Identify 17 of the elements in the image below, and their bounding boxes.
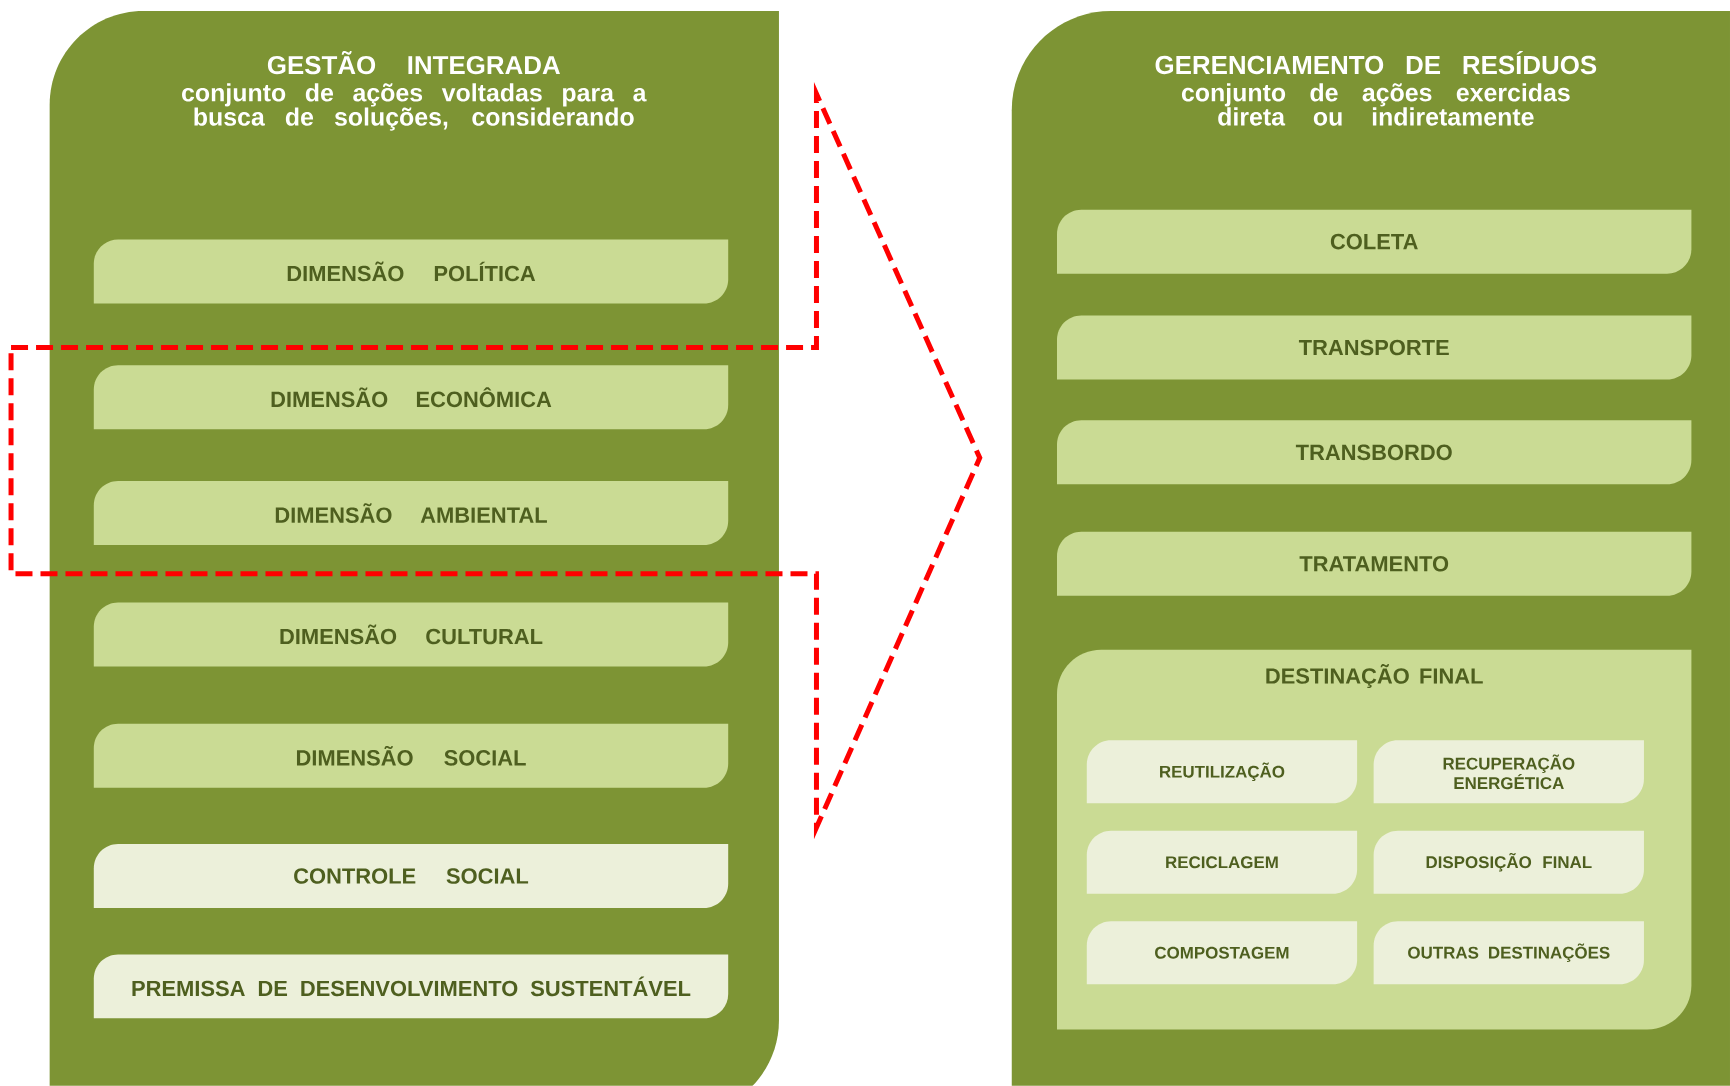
label-bar: CONTROLE SOCIAL — [93, 844, 729, 909]
label-bar: COLETA — [1057, 209, 1692, 274]
label-box: RECICLAGEM — [1086, 830, 1358, 894]
label-bar: TRATAMENTO — [1057, 532, 1692, 596]
label-bar: PREMISSA DE DESENVOLVIMENTO SUSTENTÁVEL — [93, 954, 729, 1019]
label-box: DISPOSIÇÃO FINAL — [1373, 830, 1644, 894]
label-bar: TRANSPORTE — [1057, 315, 1692, 380]
label-bar: DIMENSÃO ECONÔMICA — [93, 365, 729, 430]
label-box: COMPOSTAGEM — [1086, 921, 1358, 985]
label-bar: DIMENSÃO AMBIENTAL — [93, 481, 729, 546]
label-bar: DIMENSÃO CULTURAL — [93, 602, 729, 667]
label-box: REUTILIZAÇÃO — [1086, 740, 1358, 804]
label-bar: TRANSBORDO — [1057, 420, 1692, 485]
label-box: RECUPERAÇÃO ENERGÉTICA — [1373, 740, 1644, 804]
label-box: OUTRAS DESTINAÇÕES — [1373, 921, 1644, 985]
label-bar: DIMENSÃO SOCIAL — [93, 723, 729, 788]
label-bar: DIMENSÃO POLÍTICA — [93, 239, 729, 304]
